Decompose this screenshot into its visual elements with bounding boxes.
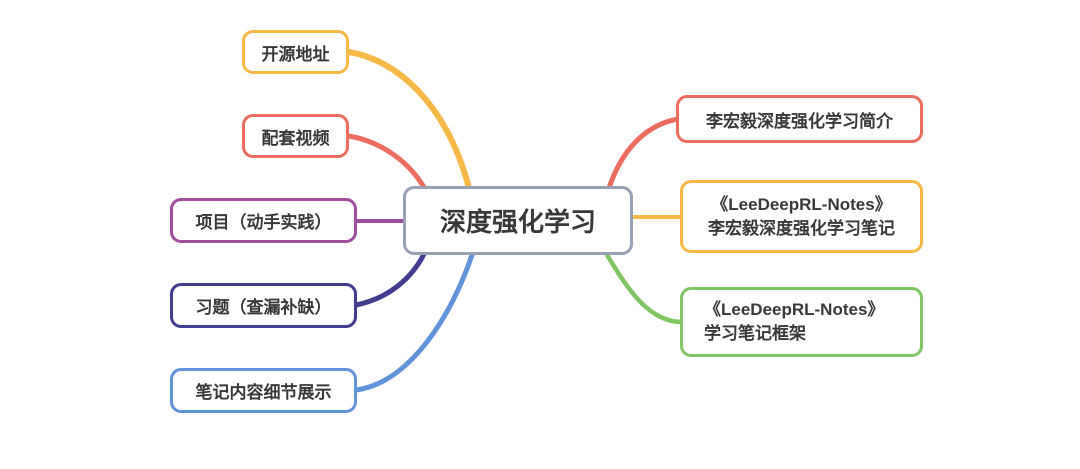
node-open-source-address[interactable]: 开源地址: [242, 30, 349, 74]
node-leedeeprl-notes[interactable]: 《LeeDeepRL-Notes》 李宏毅深度强化学习笔记: [680, 180, 923, 253]
node-note-content-detail[interactable]: 笔记内容细节展示: [170, 368, 357, 413]
root-node-label: 深度强化学习: [439, 207, 596, 237]
node-label-line1: 《LeeDeepRL-Notes》: [711, 194, 892, 214]
node-label: 开源地址: [261, 44, 330, 64]
connector-framework: [603, 250, 685, 325]
node-project-practice[interactable]: 项目（动手实践）: [170, 198, 357, 243]
node-label: 习题（查漏补缺）: [195, 298, 332, 317]
node-exercises[interactable]: 习题（查漏补缺）: [170, 283, 357, 328]
node-label: 项目（动手实践）: [195, 213, 332, 232]
connector-intro: [606, 116, 681, 191]
root-node-deep-rl[interactable]: 深度强化学习: [403, 186, 633, 255]
connector-exercise: [353, 249, 428, 308]
connector-note-detail: [353, 249, 476, 393]
node-label-line1: 《LeeDeepRL-Notes》: [704, 300, 885, 319]
node-label: 李宏毅深度强化学习简介: [706, 111, 893, 131]
node-label: 配套视频: [261, 128, 330, 148]
connector-open-source: [346, 49, 472, 191]
node-label-line2: 学习笔记框架: [704, 324, 806, 343]
node-notes-framework[interactable]: 《LeeDeepRL-Notes》 学习笔记框架: [680, 287, 923, 357]
node-label-line2: 李宏毅深度强化学习笔记: [708, 218, 895, 238]
node-label: 笔记内容细节展示: [195, 383, 332, 402]
node-lihongyi-intro[interactable]: 李宏毅深度强化学习简介: [676, 95, 923, 143]
node-companion-video[interactable]: 配套视频: [242, 114, 349, 158]
connector-video: [346, 133, 428, 192]
